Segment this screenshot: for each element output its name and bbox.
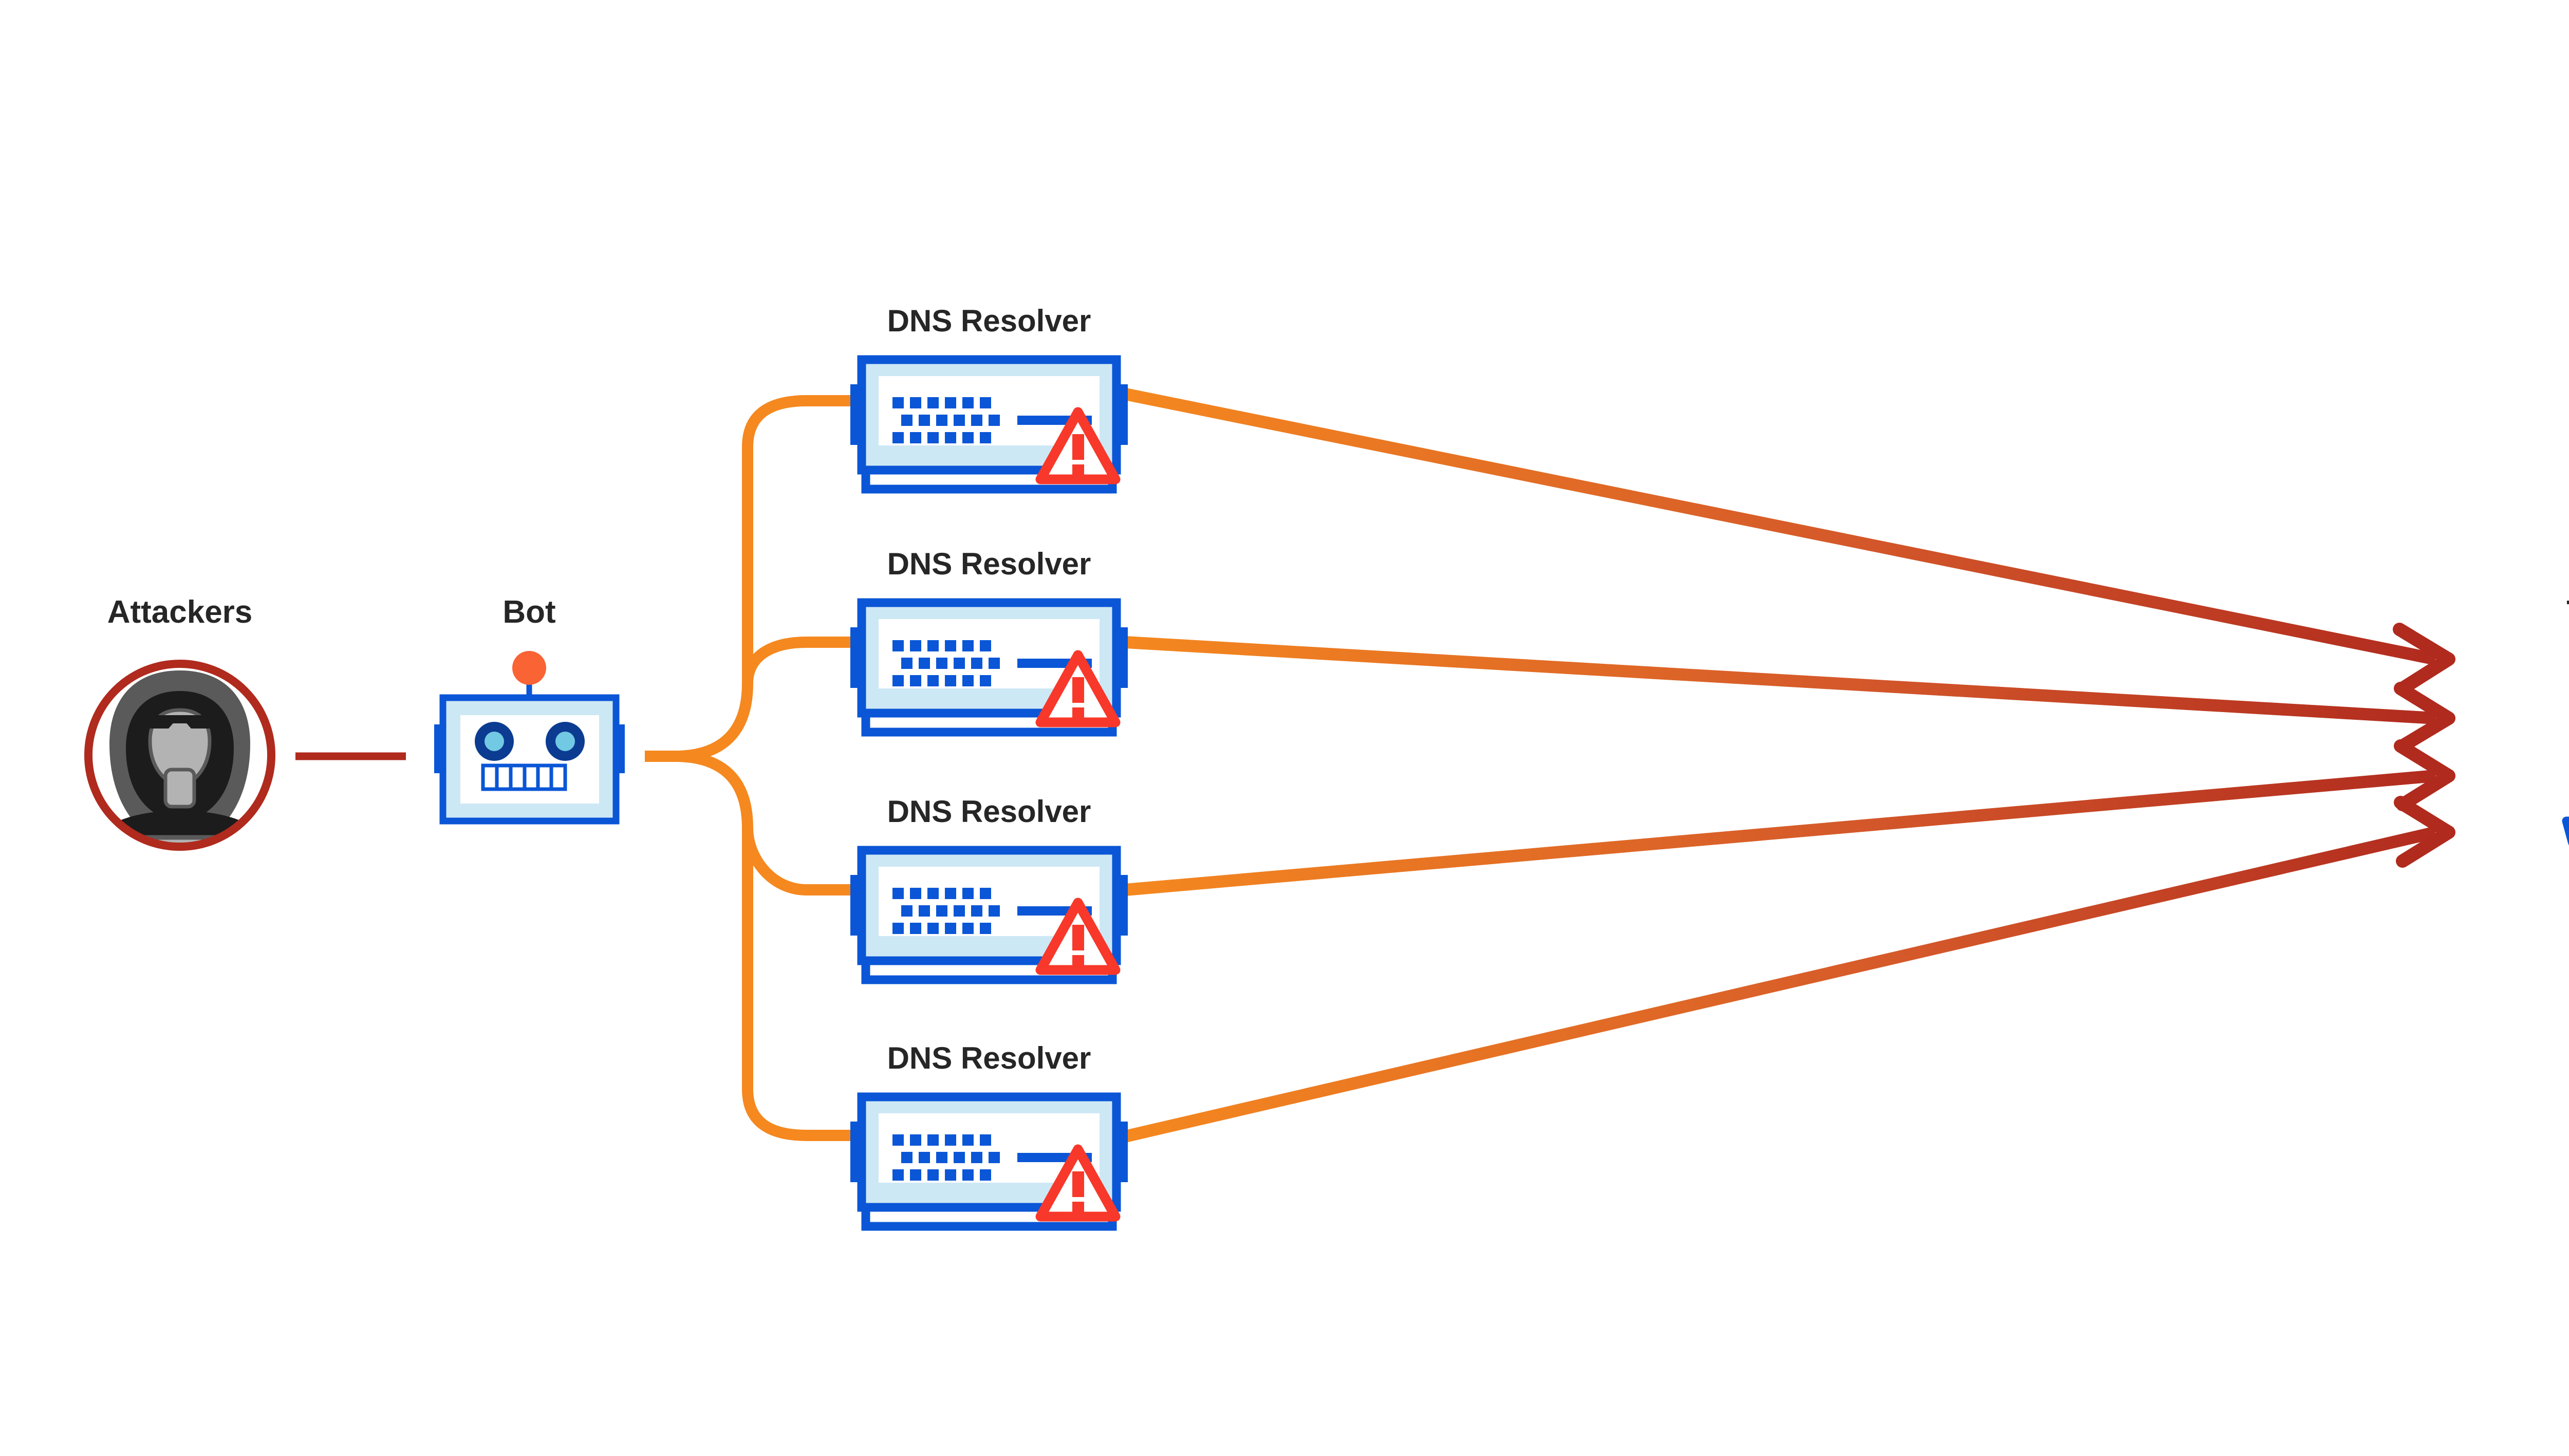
dns-resolver-label-2: DNS Resolver xyxy=(887,547,1091,581)
arrowhead-4 xyxy=(2394,796,2455,868)
dns-server-warning-icon-4 xyxy=(850,1097,1128,1226)
dns-server-warning-icon-1 xyxy=(850,360,1128,489)
targeted-victim-label: Targeted Victim xyxy=(2566,594,2569,630)
edge-bot-to-resolver-1 xyxy=(678,395,850,762)
attack-line-1 xyxy=(1124,388,2437,665)
dns-resolver-node-2[interactable]: DNS Resolver xyxy=(850,547,1128,732)
arrowhead-3 xyxy=(2394,739,2455,811)
attack-line-4 xyxy=(1124,826,2437,1143)
dns-resolver-node-3[interactable]: DNS Resolver xyxy=(850,794,1128,980)
laptop-user-icon xyxy=(2562,816,2569,845)
dns-resolver-label-4: DNS Resolver xyxy=(887,1041,1091,1075)
edges-bot-to-resolvers xyxy=(645,395,850,1141)
bot-node[interactable]: Bot xyxy=(434,594,625,825)
attackers-node[interactable]: Attackers xyxy=(82,594,277,899)
dns-resolver-node-4[interactable]: DNS Resolver xyxy=(850,1041,1128,1226)
edges-resolvers-to-victim xyxy=(1124,388,2437,1143)
bot-label: Bot xyxy=(502,594,555,630)
dns-resolver-label-3: DNS Resolver xyxy=(887,794,1091,829)
edge-bot-to-resolver-3 xyxy=(742,828,850,895)
robot-head-icon xyxy=(434,651,625,825)
edge-bot-to-resolver-4 xyxy=(678,751,850,1141)
dns-resolver-node-1[interactable]: DNS Resolver xyxy=(850,304,1128,489)
dns-resolver-label-1: DNS Resolver xyxy=(887,304,1091,338)
arrowhead-1 xyxy=(2393,623,2455,695)
hacker-in-red-circle-icon xyxy=(84,660,275,851)
dns-server-warning-icon-3 xyxy=(850,850,1128,980)
attackers-label: Attackers xyxy=(107,594,253,630)
arrowhead-2 xyxy=(2394,682,2455,753)
attack-arrowheads xyxy=(2393,623,2455,868)
attack-line-3 xyxy=(1124,770,2436,896)
targeted-victim-node[interactable]: Targeted Victim xyxy=(2562,594,2569,849)
attack-line-2 xyxy=(1125,636,2436,724)
dns-server-warning-icon-2 xyxy=(850,603,1128,732)
edge-bot-to-resolver-2 xyxy=(742,637,850,684)
